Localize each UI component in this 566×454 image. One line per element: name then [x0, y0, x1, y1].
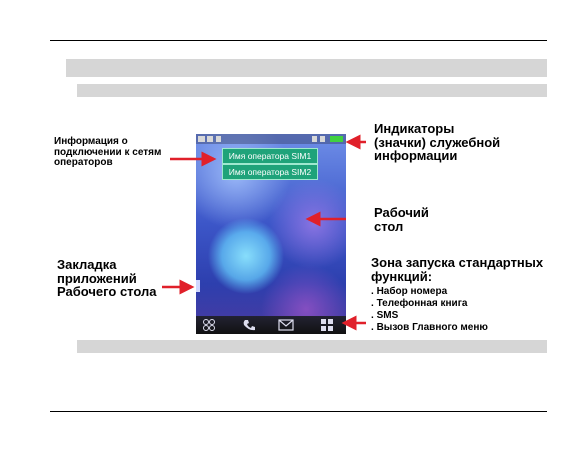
zone-item: . SMS: [371, 310, 399, 321]
operator-sim2[interactable]: Имя оператора SIM2: [222, 164, 318, 180]
sms-envelope-icon[interactable]: [278, 318, 294, 332]
indicator-icon: [312, 136, 317, 142]
top-rule: [50, 40, 547, 41]
gray-footer-bar: [77, 340, 547, 353]
operator-sim1[interactable]: Имя оператора SIM1: [222, 148, 318, 164]
standard-functions-bar: [196, 316, 346, 334]
indicator-icon: [320, 136, 325, 142]
label-indicators: Индикаторы (значки) служебной информации: [374, 121, 501, 164]
signal-sim2-icon: [207, 136, 213, 142]
zone-item: . Телефонная книга: [371, 298, 468, 309]
status-bar: [196, 134, 346, 144]
bottom-rule: [50, 411, 547, 412]
main-menu-grid-icon[interactable]: [320, 318, 334, 332]
label-network-info: Информация о подключении к сетям операто…: [54, 136, 162, 168]
gray-header-bar: [66, 59, 547, 77]
phone-desktop-screen[interactable]: Имя оператора SIM1 Имя оператора SIM2: [196, 134, 346, 334]
label-desktop: Рабочий стол: [374, 205, 429, 234]
battery-icon: [330, 136, 343, 142]
signal-sim1-icon: [198, 136, 205, 142]
phonebook-icon[interactable]: [242, 318, 256, 332]
dial-icon[interactable]: [202, 318, 216, 332]
label-app-tab: Закладка приложений Рабочего стола: [57, 257, 157, 300]
desktop-apps-tab[interactable]: [196, 280, 200, 292]
label-zone-title: Зона запуска стандартных функций:: [371, 255, 544, 284]
zone-item: . Вызов Главного меню: [371, 322, 488, 333]
zone-item: . Набор номера: [371, 286, 448, 297]
gray-subheader-bar: [77, 84, 547, 97]
service-icon: [216, 136, 221, 142]
